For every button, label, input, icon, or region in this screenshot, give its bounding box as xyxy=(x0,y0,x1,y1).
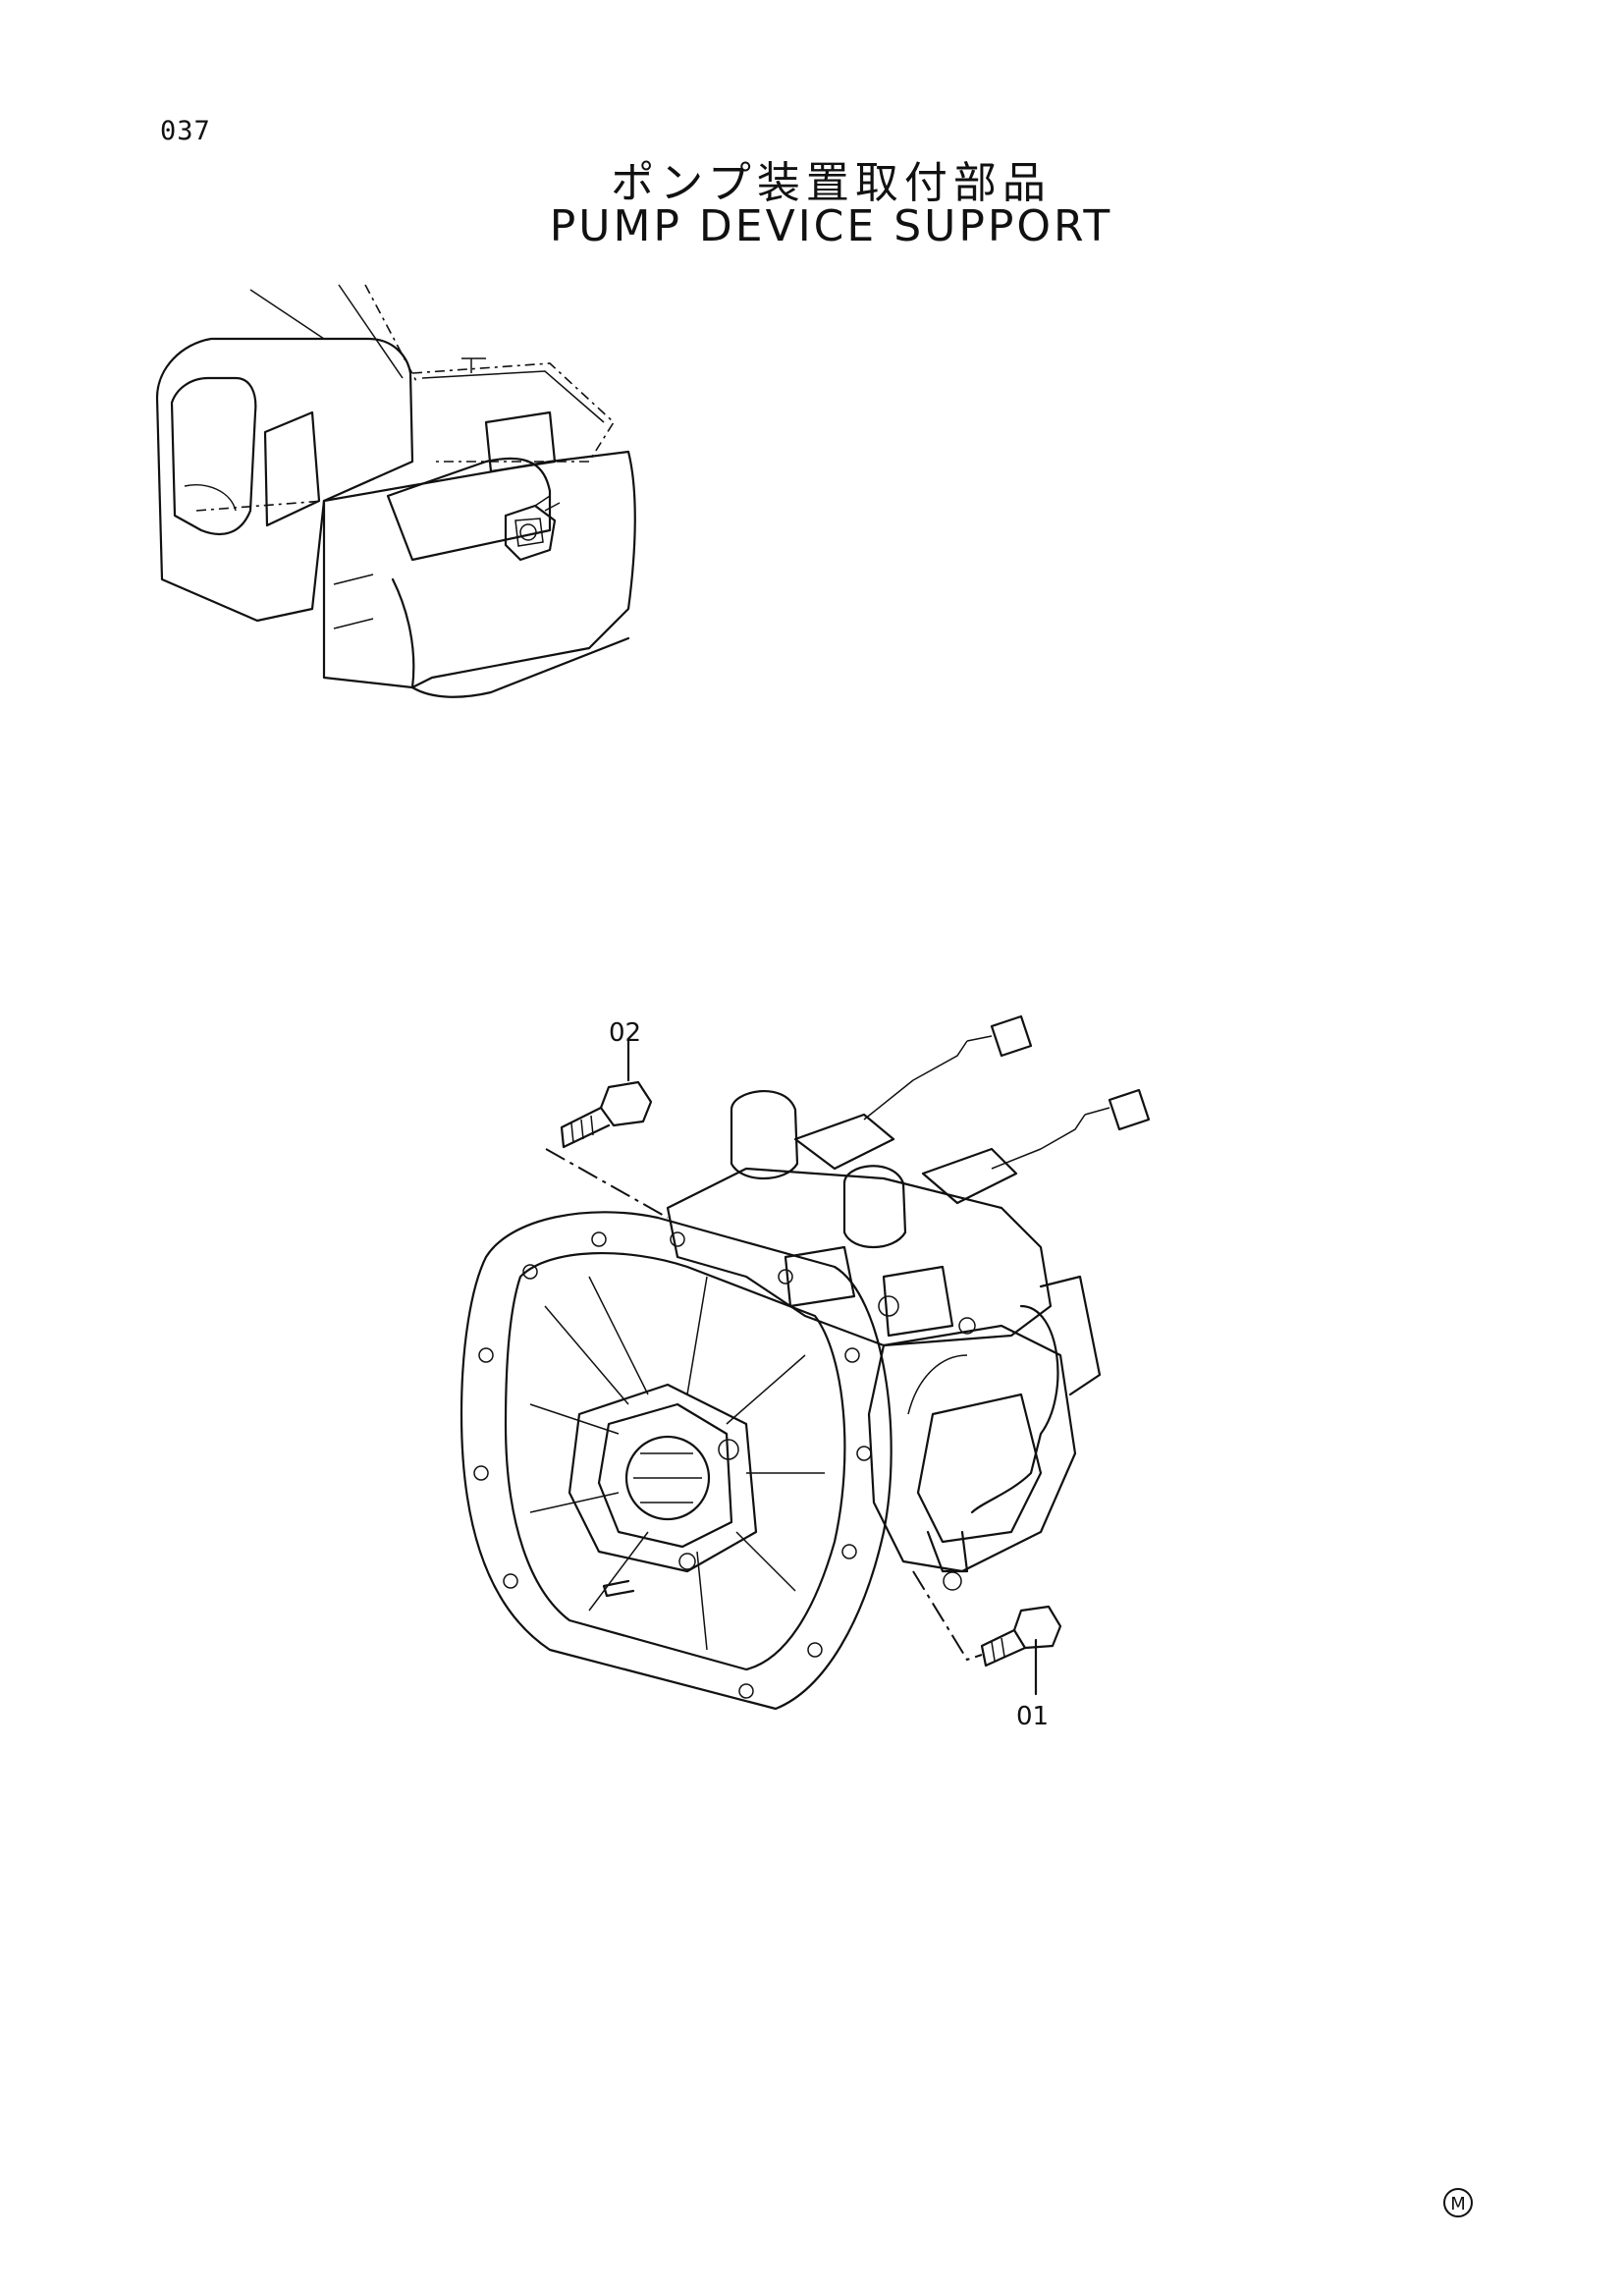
callout-part-01: 01 xyxy=(1016,1702,1050,1731)
pump-location-marker xyxy=(504,495,561,562)
callout-part-02: 02 xyxy=(609,1018,642,1048)
bolt-01 xyxy=(980,1605,1062,1667)
page-title-english: PUMP DEVICE SUPPORT xyxy=(549,201,1113,251)
page-title-japanese: ポンプ装置取付部品 xyxy=(611,158,1052,208)
page-number: 037 xyxy=(160,116,211,146)
bolt-02 xyxy=(560,1080,653,1149)
m-mark-symbol: M xyxy=(1443,2188,1473,2217)
